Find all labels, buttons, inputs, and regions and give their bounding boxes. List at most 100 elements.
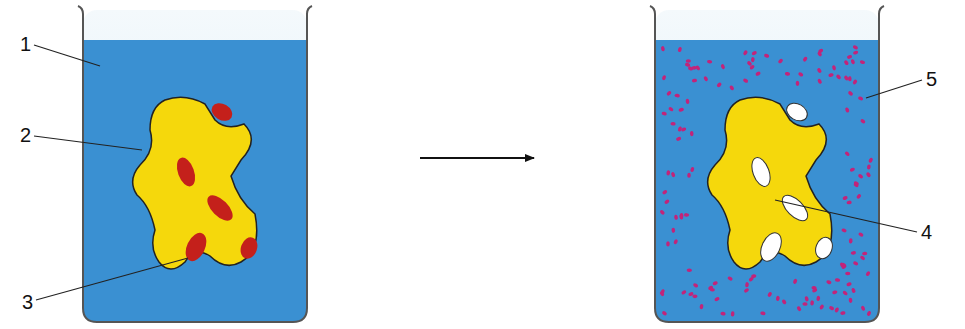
particle: [834, 307, 840, 313]
particle: [843, 60, 849, 66]
particle: [840, 311, 846, 315]
particle: [798, 71, 804, 77]
particle: [828, 73, 834, 78]
particle: [819, 304, 825, 310]
particle: [767, 291, 773, 297]
particle: [857, 173, 863, 179]
particle: [862, 251, 868, 255]
particle: [729, 85, 735, 91]
particle: [714, 296, 720, 301]
particle: [685, 98, 690, 104]
particle: [751, 50, 757, 55]
particle: [678, 107, 684, 112]
particle: [853, 181, 859, 186]
particle: [748, 276, 754, 282]
particle: [817, 78, 823, 84]
particle: [816, 296, 821, 302]
particle: [661, 310, 667, 316]
particle: [674, 93, 680, 97]
particle: [661, 75, 666, 81]
particle: [720, 312, 726, 316]
particle: [835, 74, 841, 80]
particle: [849, 167, 855, 172]
callout-number: 2: [20, 125, 31, 145]
particle: [865, 172, 871, 178]
particle: [681, 289, 687, 295]
particle: [842, 195, 848, 200]
particle: [720, 64, 725, 70]
particle: [846, 200, 852, 204]
liquid: [83, 40, 307, 322]
particle: [857, 96, 863, 101]
particle: [666, 241, 670, 246]
beaker-right: [650, 6, 884, 322]
particle: [856, 193, 862, 199]
particle: [844, 151, 850, 157]
particle: [851, 287, 856, 293]
particle: [687, 173, 691, 178]
particle: [661, 111, 667, 116]
particle: [796, 81, 800, 86]
particle: [859, 255, 865, 261]
particle: [867, 164, 871, 170]
particle: [712, 281, 718, 286]
particle: [660, 46, 665, 52]
particle: [707, 60, 713, 64]
particle: [802, 56, 808, 62]
particle: [835, 278, 841, 282]
particle: [866, 310, 871, 316]
particle: [699, 304, 704, 310]
particle: [826, 280, 832, 285]
particle: [850, 59, 855, 65]
particle: [777, 58, 783, 64]
particle: [846, 282, 852, 287]
callout-number: 1: [20, 34, 31, 54]
particle: [832, 290, 838, 295]
particle: [684, 213, 689, 217]
particle: [664, 199, 670, 205]
particle: [755, 71, 761, 77]
particle: [742, 50, 748, 56]
particle: [742, 78, 748, 84]
particle: [818, 48, 824, 54]
particle: [662, 189, 668, 195]
particle: [693, 282, 699, 288]
particle: [868, 157, 874, 163]
particle: [692, 78, 698, 82]
particle: [743, 287, 749, 293]
particle: [690, 166, 695, 172]
particle: [731, 311, 735, 317]
particle: [792, 278, 798, 284]
particle: [764, 53, 770, 58]
particle: [841, 262, 847, 268]
callout-number: 3: [22, 292, 33, 312]
particle: [858, 232, 864, 238]
particle: [673, 239, 679, 245]
particle: [686, 59, 691, 63]
particle: [666, 90, 672, 96]
particle: [668, 106, 674, 112]
particle: [692, 295, 697, 299]
particle: [674, 214, 679, 220]
particle: [843, 75, 849, 81]
particle: [709, 287, 715, 291]
particle: [812, 288, 818, 293]
particle: [841, 228, 847, 233]
particle: [670, 122, 675, 126]
particle: [849, 238, 853, 244]
particle: [776, 296, 781, 302]
particle: [679, 214, 684, 220]
particle: [848, 298, 852, 304]
particle: [760, 311, 766, 316]
particle: [716, 82, 722, 88]
particle: [677, 126, 682, 132]
particle: [745, 282, 749, 288]
callout-number: 5: [926, 69, 937, 89]
particle: [802, 302, 807, 306]
particle: [851, 251, 857, 255]
particle: [852, 45, 858, 50]
particle: [687, 268, 692, 272]
particle: [660, 289, 665, 295]
particle: [685, 62, 691, 67]
particle: [690, 131, 694, 136]
